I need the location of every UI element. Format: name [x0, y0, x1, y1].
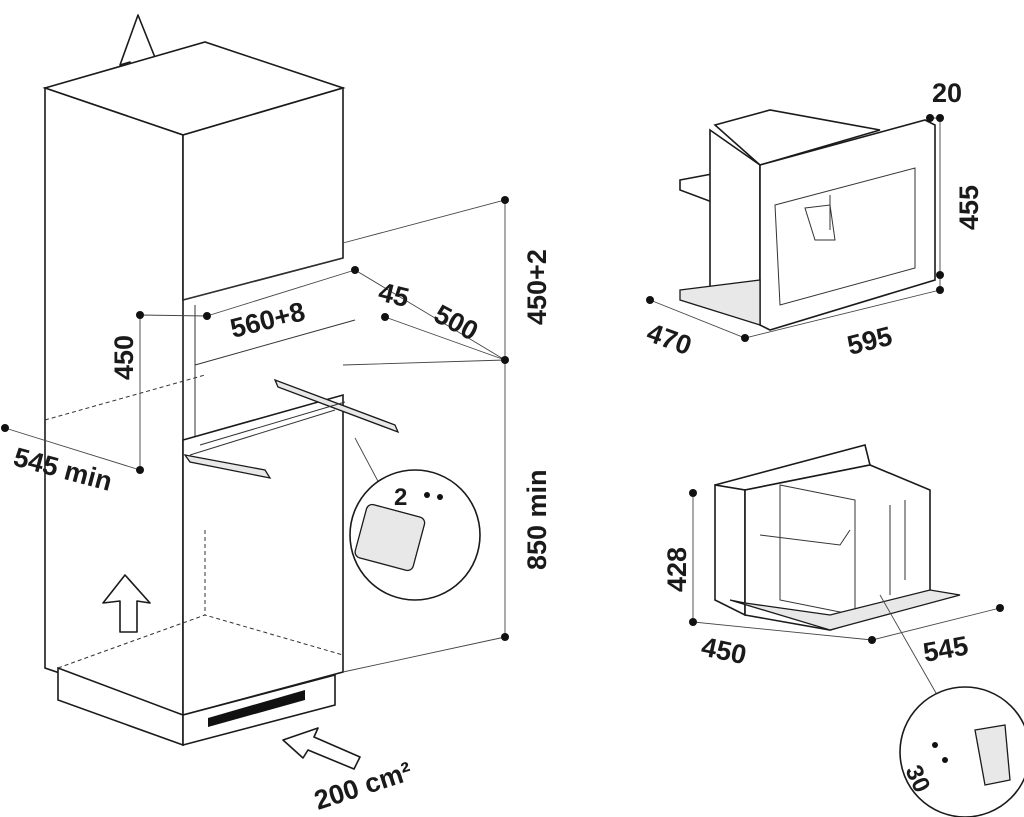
- dim-depth: 500: [429, 299, 483, 347]
- dim-niche-height: 450+2: [522, 249, 552, 325]
- cabinet-drawing: 450+2 560+8 45 500 450 545 min 850 min 2…: [1, 14, 552, 816]
- airflow-in-arrow-icon: [282, 727, 361, 770]
- plug-detail-magnifier: [899, 686, 1024, 817]
- dim-detail-gap: 2: [394, 484, 407, 511]
- appliance-back-drawing: 428 450 545 30: [662, 444, 1024, 817]
- dim-floor-height: 850 min: [522, 469, 552, 570]
- dim-frame-depth: 20: [932, 78, 962, 108]
- ventilation-grille: [208, 690, 305, 727]
- dim-inner-height: 450: [109, 335, 139, 380]
- airflow-up-arrow-icon: [102, 574, 151, 633]
- dim-back-width: 545: [921, 631, 971, 668]
- dim-back-height: 428: [662, 547, 692, 592]
- appliance-front-drawing: 20 455 470 595: [643, 78, 984, 361]
- dim-front-depth: 470: [643, 317, 696, 361]
- dim-front-width: 595: [844, 321, 895, 361]
- dim-front-height: 455: [954, 185, 984, 230]
- dim-offset: 45: [376, 277, 412, 313]
- dim-back-depth: 450: [699, 632, 749, 671]
- ventilation-area: 200 cm²: [311, 756, 416, 816]
